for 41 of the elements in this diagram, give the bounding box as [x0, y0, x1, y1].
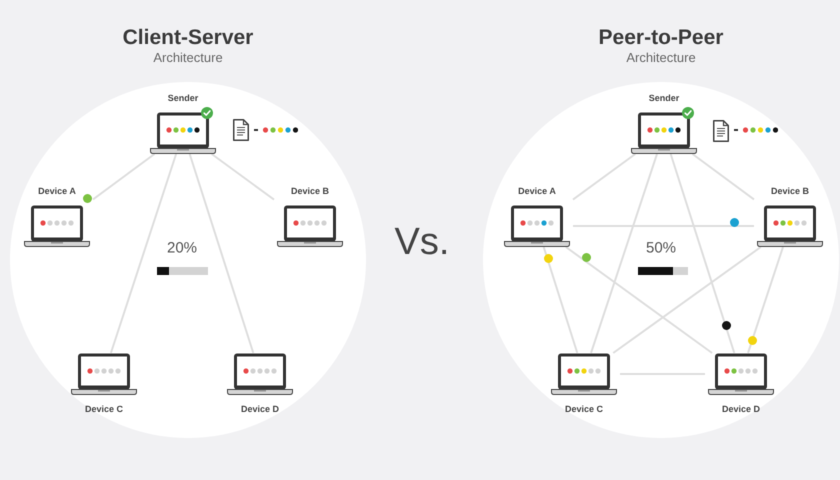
- device-node: [501, 185, 573, 247]
- connector-line: [620, 373, 705, 375]
- panel-subtitle: Architecture: [626, 50, 696, 66]
- connector-line: [565, 246, 713, 354]
- connector-line: [670, 154, 736, 354]
- device-node: [705, 353, 777, 415]
- device-node: [628, 92, 700, 154]
- connector-line: [92, 153, 156, 200]
- device-node: [274, 185, 346, 247]
- percent-label: 50%: [646, 240, 676, 256]
- connector-line: [692, 153, 755, 200]
- device-node: [68, 353, 140, 415]
- device-label: Device B: [770, 185, 810, 197]
- device-label: Device D: [240, 403, 280, 415]
- device-label: Sender: [648, 92, 680, 104]
- connector-line: [542, 246, 578, 354]
- panel-title: Peer-to-Peer: [598, 26, 724, 50]
- connector-line: [572, 153, 636, 200]
- connector-line: [110, 154, 178, 354]
- connector-line: [211, 153, 275, 200]
- device-node: [21, 185, 93, 247]
- device-node: [548, 353, 620, 415]
- panel-title: Client-Server: [122, 26, 254, 50]
- connector-line: [573, 225, 754, 227]
- device-label: Sender: [168, 92, 198, 104]
- percent-label: 20%: [166, 240, 198, 256]
- device-label: Device D: [722, 403, 760, 415]
- device-label: Device A: [38, 185, 76, 197]
- connector-line: [747, 246, 784, 354]
- device-label: Device C: [564, 403, 604, 415]
- device-label: Device C: [84, 403, 124, 415]
- device-label: Device A: [518, 185, 556, 197]
- device-label: Device B: [290, 185, 330, 197]
- device-node: [754, 185, 826, 247]
- connector-line: [188, 154, 254, 354]
- device-node: [147, 92, 219, 154]
- versus-label: Vs.: [394, 223, 450, 261]
- connector-line: [612, 246, 762, 354]
- panel-subtitle: Architecture: [153, 50, 223, 66]
- device-node: [224, 353, 296, 415]
- connector-line: [590, 154, 658, 354]
